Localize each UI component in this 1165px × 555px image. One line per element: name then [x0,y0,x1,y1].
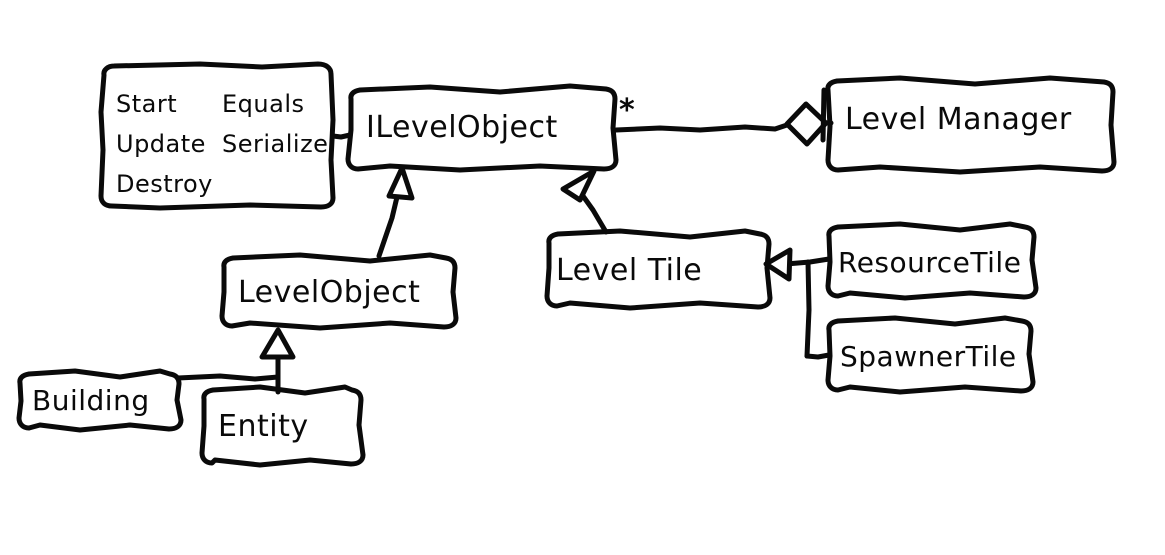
leveltile-to-ilevelobject-line [580,193,609,235]
entity-box-outline [199,384,366,468]
multiplicity-label-star: * [619,93,636,128]
aggregation-diamond [784,101,829,147]
leveltile-inheritance-triangle-right [763,247,793,282]
class-node-leveltile[interactable] [547,231,770,308]
class-node-levelobject[interactable] [222,255,456,328]
leveltile-inheritance-triangle [560,168,597,203]
note-to-ilevelobject-link [330,132,353,140]
class-node-resourcetile[interactable] [828,224,1036,298]
levelmanager-left-edge-tick [820,87,827,143]
methods-note[interactable] [101,64,333,208]
class-node-ilevelobject[interactable] [348,86,616,170]
methods-note-box-outline [98,61,336,211]
note-item-update: Update [116,130,206,158]
note-item-destroy: Destroy [116,170,213,198]
class-label-ilevelobject: ILevelObject [366,110,558,145]
ilevelobject-box-outline [345,83,619,173]
note-item-serialize: Serialize [222,130,329,158]
levelobject-inheritance-triangle [386,165,415,201]
class-label-levelmanager: Level Manager [845,102,1072,137]
ilevelobject-levelmanager-association-line [613,122,790,133]
building-branch-line [175,373,281,382]
class-node-building[interactable] [19,371,181,430]
resourcetile-box-outline [825,221,1039,301]
methods-note-column-2: Equals Serialize [222,84,328,164]
levelmanager-box-outline [825,75,1117,175]
spawnertile-branch-line [804,352,832,360]
class-label-resourcetile: ResourceTile [838,246,1022,279]
class-node-spawnertile[interactable] [828,318,1033,392]
entity-inheritance-triangle [259,327,296,360]
class-label-spawnertile: SpawnerTile [840,340,1017,373]
levelobject-to-ilevelobject-line [376,194,400,259]
class-label-leveltile: Level Tile [556,253,703,288]
class-label-building: Building [32,384,150,417]
class-label-levelobject: LevelObject [238,275,421,310]
spawnertile-box-outline [825,315,1036,395]
class-node-entity[interactable] [202,387,363,465]
tiles-branch-vertical-line [804,259,812,359]
note-item-equals: Equals [222,90,305,118]
leveltile-box-outline [544,228,773,311]
class-node-levelmanager[interactable] [826,78,1114,172]
class-label-entity: Entity [218,409,309,444]
building-box-outline [16,368,184,433]
levelobject-box-outline [219,252,459,331]
methods-note-column-1: Start Update Destroy [116,84,213,204]
note-item-start: Start [116,90,178,118]
